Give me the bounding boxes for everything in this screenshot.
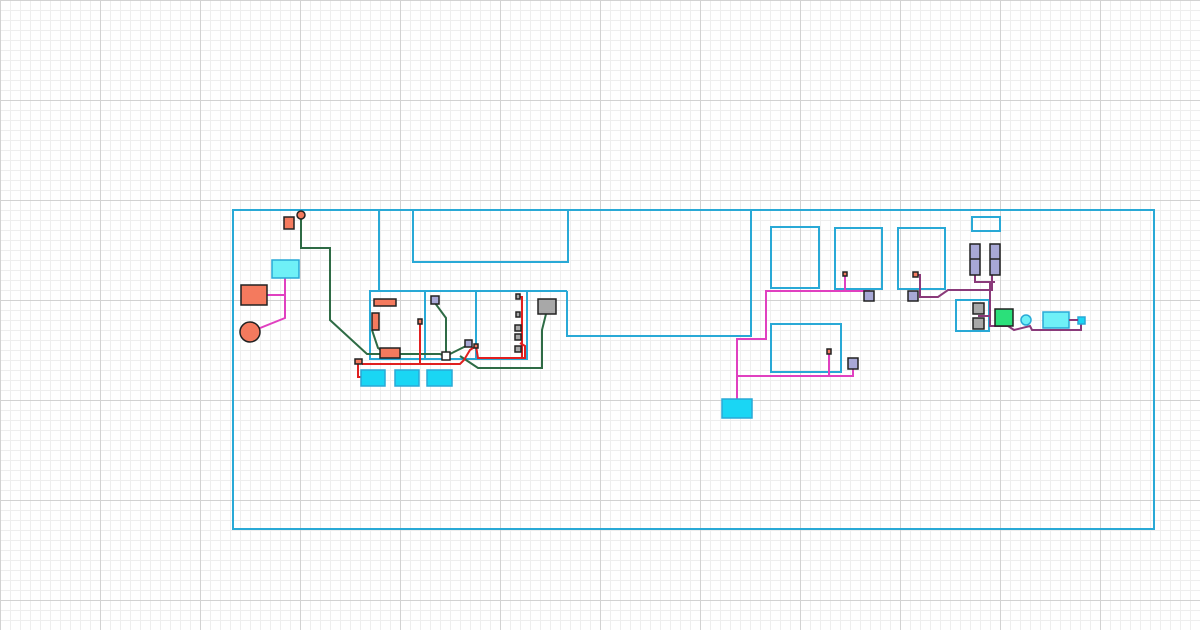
gray-square-icon[interactable] [514, 345, 522, 353]
cyan-circle-icon[interactable] [1020, 314, 1032, 326]
purple-wire-b[interactable] [974, 275, 995, 283]
salmon-circle-icon[interactable] [296, 210, 306, 220]
room-right-3[interactable] [897, 227, 946, 290]
devices-left [239, 210, 557, 387]
gray-square-icon[interactable] [972, 302, 985, 315]
junction-box-icon[interactable] [441, 351, 451, 361]
pink-wires [249, 274, 870, 408]
lavender-square-icon[interactable] [847, 357, 859, 370]
lavender-square-icon[interactable] [464, 339, 473, 348]
pink-wire-left[interactable] [249, 278, 286, 333]
red-wires [357, 296, 526, 378]
lavender-square-icon[interactable] [907, 290, 919, 302]
room-top-center[interactable] [412, 209, 569, 263]
cyan-rect-icon[interactable] [394, 369, 420, 387]
salmon-dot-icon[interactable] [826, 348, 832, 355]
gray-square-icon[interactable] [514, 324, 522, 332]
room-large-center[interactable] [379, 209, 752, 337]
lavender-square-icon[interactable] [863, 290, 875, 302]
cyan-rect-icon[interactable] [271, 259, 300, 279]
gray-square-icon[interactable] [515, 293, 521, 300]
room-right-1[interactable] [770, 226, 820, 289]
salmon-square-icon[interactable] [283, 216, 295, 230]
devices-right [721, 243, 1086, 419]
room-right-2[interactable] [834, 227, 883, 290]
green-wire-main[interactable] [300, 216, 447, 357]
green-wire-branch-d[interactable] [459, 313, 547, 369]
gray-square-icon[interactable] [972, 317, 985, 330]
room-small-top-right[interactable] [971, 216, 1001, 232]
green-square-icon[interactable] [994, 308, 1014, 327]
salmon-square-icon[interactable] [240, 284, 268, 306]
cyan-rect-icon[interactable] [721, 398, 753, 419]
cyan-rect-icon[interactable] [1042, 311, 1070, 329]
gray-square-icon[interactable] [537, 298, 557, 315]
salmon-dot-icon[interactable] [473, 343, 479, 349]
rooms-layer [232, 209, 1155, 530]
cyan-rect-icon[interactable] [360, 369, 386, 387]
purple-wire-a[interactable] [916, 274, 993, 298]
gray-square-icon[interactable] [514, 333, 522, 341]
salmon-bar-icon[interactable] [371, 312, 380, 331]
pink-wire-lower[interactable] [737, 364, 854, 377]
cyan-rect-icon[interactable] [426, 369, 453, 387]
cyan-square-icon[interactable] [1077, 316, 1086, 325]
salmon-dot-icon[interactable] [842, 271, 848, 277]
green-wire-branch-b[interactable] [434, 302, 447, 356]
lavender-square-icon[interactable] [430, 295, 440, 305]
room-right-lower[interactable] [770, 323, 842, 373]
pink-wire-main[interactable] [736, 290, 870, 408]
gray-square-icon[interactable] [515, 311, 521, 318]
salmon-circle-icon[interactable] [239, 321, 261, 343]
salmon-bar-icon[interactable] [379, 347, 401, 359]
salmon-dot-icon[interactable] [912, 271, 919, 278]
purple-wires [916, 274, 1082, 332]
salmon-dot-icon[interactable] [417, 318, 423, 325]
salmon-dot-icon[interactable] [354, 358, 363, 365]
salmon-bar-icon[interactable] [373, 298, 397, 307]
